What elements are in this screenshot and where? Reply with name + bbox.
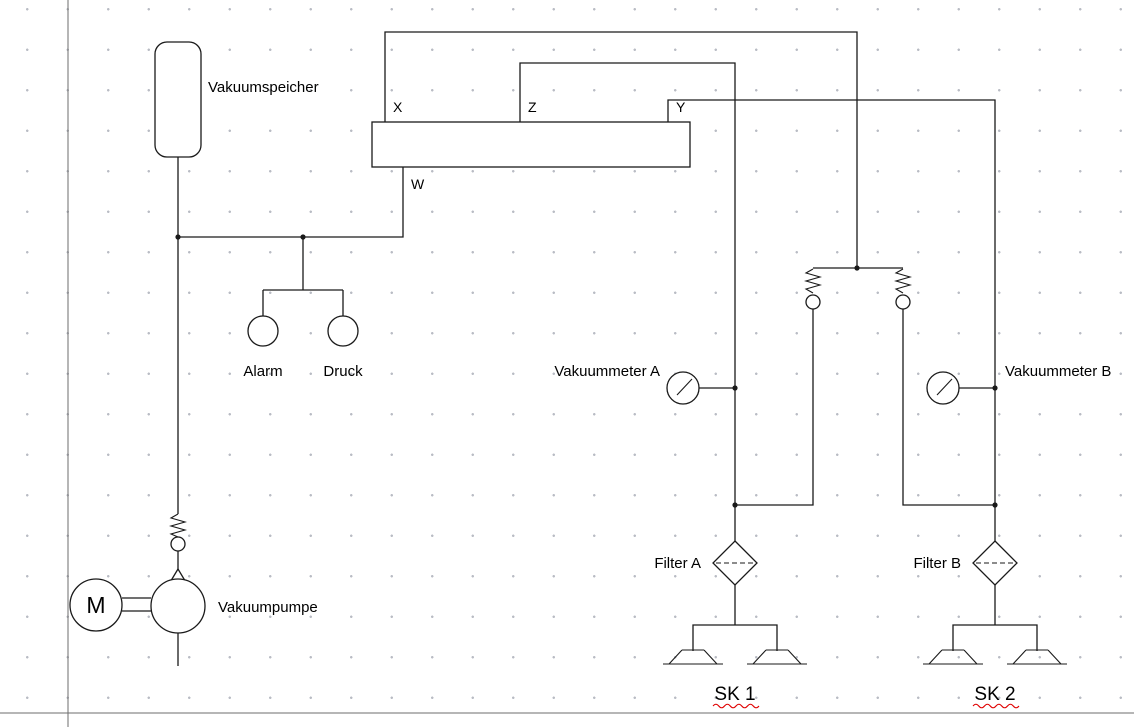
spring-icon [893, 268, 913, 294]
suction-cup-icon [663, 649, 723, 665]
pipe-port-z [519, 62, 736, 541]
motor-label: M [86, 592, 105, 618]
valve-block-body [371, 121, 691, 168]
spellcheck-underline [972, 703, 1020, 709]
check-valve-ball [170, 536, 186, 552]
druck-indicator[interactable] [327, 315, 359, 347]
port-label-y[interactable]: Y [676, 99, 686, 115]
junction-dot [992, 502, 998, 508]
junction-dots [175, 234, 998, 508]
druck-label[interactable]: Druck [323, 363, 363, 380]
junction-dot [992, 385, 998, 391]
pipe-alarm-druck-branch [262, 237, 344, 316]
gauge-needle-icon [676, 378, 693, 396]
port-label-z[interactable]: Z [528, 99, 537, 115]
druck-circle [327, 315, 359, 347]
junction-dot [175, 234, 181, 240]
pipe-sk2-manifold [952, 624, 1038, 651]
pipe-sk1-manifold [692, 624, 778, 651]
alarm-label[interactable]: Alarm [243, 363, 282, 380]
check-valve-ball [895, 294, 911, 310]
filter-a[interactable] [712, 540, 758, 586]
port-label-w[interactable]: W [411, 176, 425, 192]
junction-dot [300, 234, 306, 240]
motor[interactable]: M [69, 578, 151, 632]
pipe-port-w [178, 167, 404, 238]
spellcheck-underline [712, 703, 760, 709]
alarm-circle [247, 315, 279, 347]
gauge-b-label[interactable]: Vakuummeter B [1005, 363, 1111, 380]
suction-cup-icon [923, 649, 983, 665]
gauge-a-label[interactable]: Vakuummeter A [554, 363, 660, 380]
pipe-check-valve-left-down [735, 309, 814, 506]
spring-icon [803, 268, 823, 294]
spring-icon [168, 513, 188, 538]
alarm-indicator[interactable] [247, 315, 279, 347]
sk1-label[interactable]: SK 1 [714, 684, 755, 705]
valve-block[interactable] [371, 121, 691, 168]
suction-cup-group-1[interactable] [663, 649, 807, 665]
suction-cup-icon [1007, 649, 1067, 665]
vacuum-gauge-a[interactable] [666, 371, 700, 405]
pipe-check-valve-right-down [902, 309, 995, 506]
pump-label[interactable]: Vakuumpumpe [218, 599, 318, 616]
sk2-label[interactable]: SK 2 [974, 684, 1015, 705]
check-valve-ball [805, 294, 821, 310]
pipe-port-y [667, 99, 996, 541]
reservoir-body [154, 41, 202, 158]
reservoir-label[interactable]: Vakuumspeicher [208, 79, 319, 96]
junction-dot [854, 265, 860, 271]
vacuum-pump[interactable] [150, 567, 206, 634]
filter-b-label[interactable]: Filter B [913, 555, 961, 572]
motor-body [69, 578, 123, 632]
junction-dot [732, 385, 738, 391]
vacuum-reservoir[interactable] [154, 41, 202, 158]
pump-check-valve[interactable] [168, 513, 188, 570]
vacuum-gauge-b[interactable] [926, 371, 960, 405]
junction-dot [732, 502, 738, 508]
suction-cup-group-2[interactable] [923, 649, 1067, 665]
check-valve-right[interactable] [893, 268, 913, 310]
filter-a-label[interactable]: Filter A [654, 555, 701, 572]
check-valve-left[interactable] [803, 268, 823, 310]
pipe-port-x [384, 31, 858, 268]
pump-body [150, 578, 206, 634]
suction-cup-icon [747, 649, 807, 665]
port-label-x[interactable]: X [393, 99, 403, 115]
pipes [177, 31, 1038, 666]
filter-b[interactable] [972, 540, 1018, 586]
gauge-needle-icon [936, 378, 953, 396]
